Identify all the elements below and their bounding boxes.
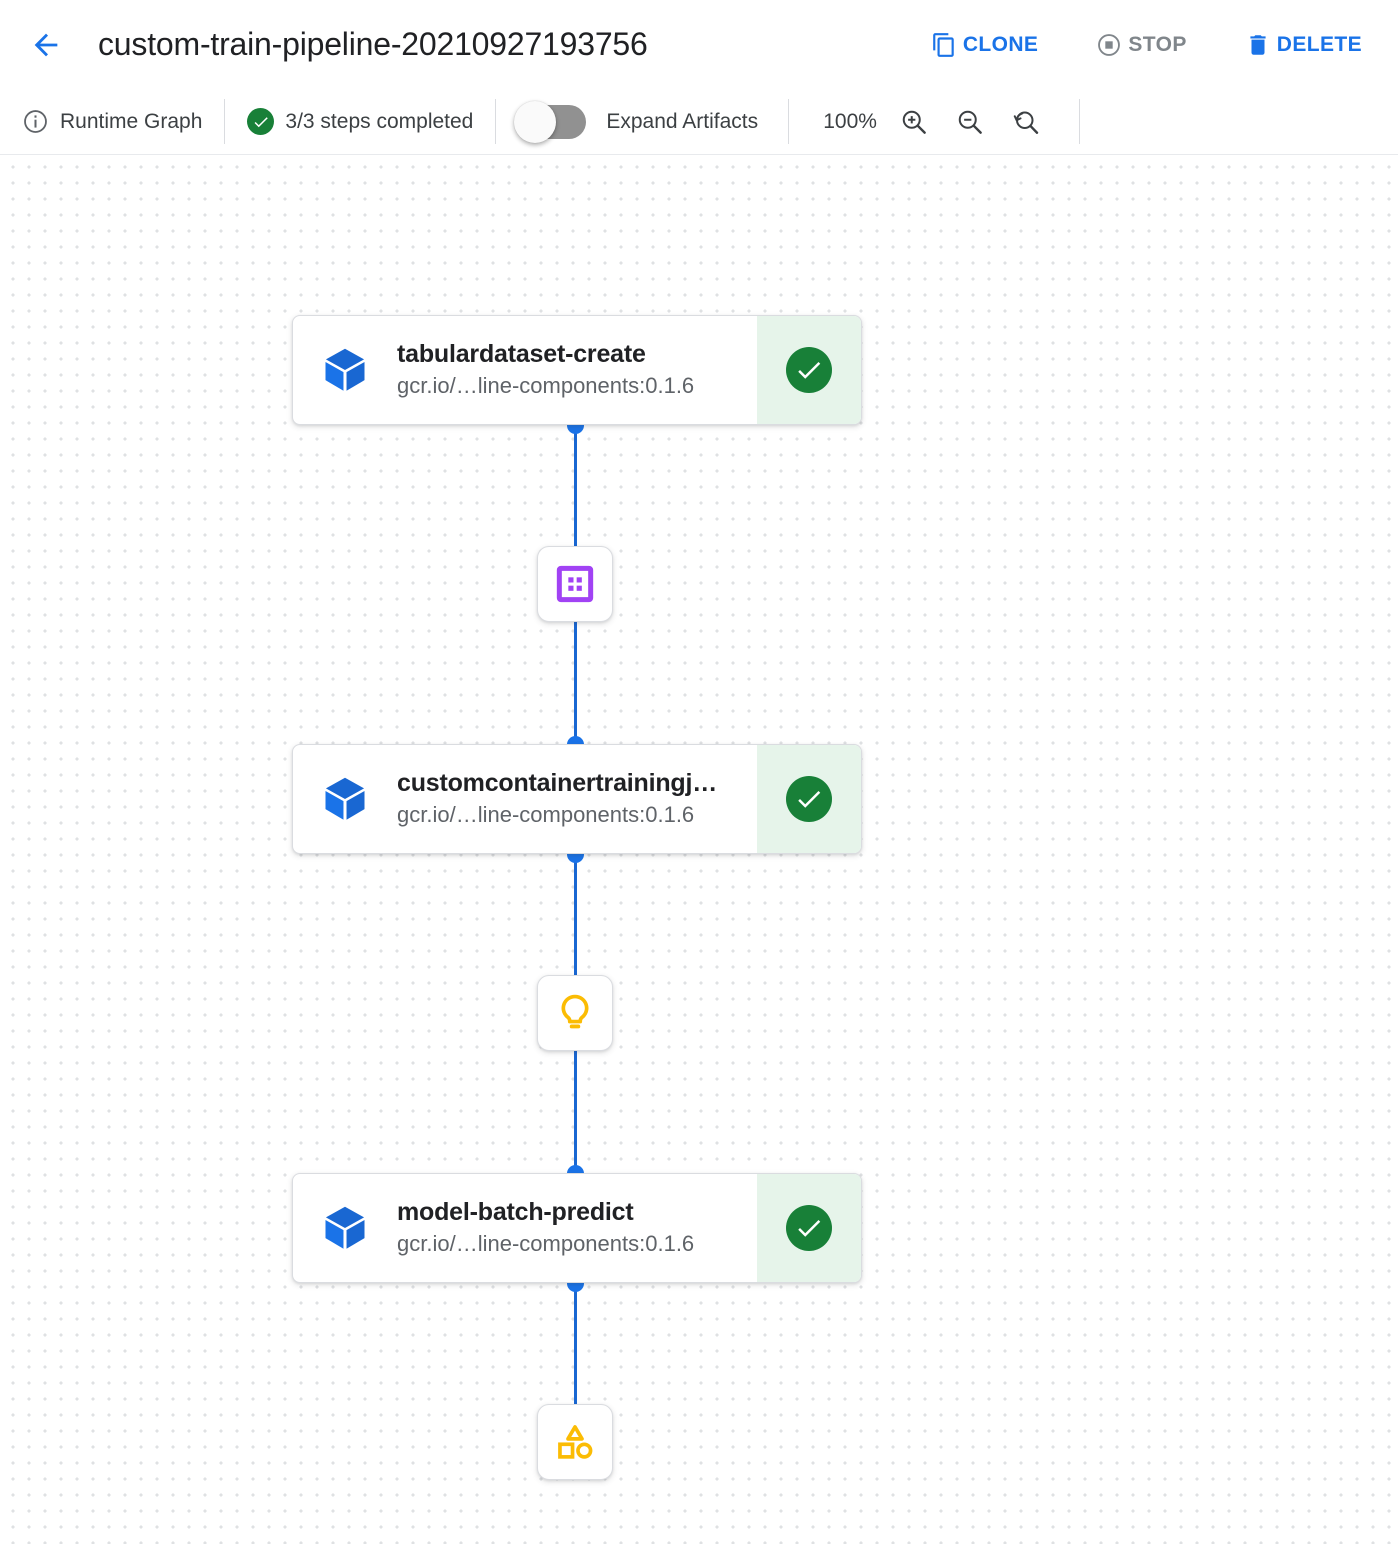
expand-artifacts-toggle[interactable] <box>514 100 587 143</box>
edge-artifact2-to-node3 <box>574 1051 577 1173</box>
expand-artifacts-label: Expand Artifacts <box>606 109 759 133</box>
toggle-thumb <box>514 100 557 143</box>
node-status-badge <box>757 1174 861 1282</box>
stop-icon <box>1096 32 1122 58</box>
trash-icon <box>1245 32 1271 58</box>
graph-node-model-batch-predict[interactable]: model-batch-predict gcr.io/…line-compone… <box>292 1173 862 1283</box>
shapes-icon <box>558 1425 593 1459</box>
pipeline-graph-canvas[interactable]: tabulardataset-create gcr.io/…line-compo… <box>0 155 1398 1544</box>
clone-icon <box>931 32 957 58</box>
graph-toolbar: Runtime Graph 3/3 steps completed Expand… <box>0 89 1398 155</box>
zoom-reset-button[interactable] <box>1003 99 1049 145</box>
cube-icon <box>293 316 397 424</box>
info-icon <box>22 108 49 135</box>
edge-node1-to-artifact1 <box>574 425 577 547</box>
edge-node3-to-artifact3 <box>574 1283 577 1404</box>
page-header: custom-train-pipeline-20210927193756 CLO… <box>0 0 1398 89</box>
back-button[interactable] <box>24 23 68 67</box>
zoom-out-button[interactable] <box>947 99 993 145</box>
check-circle-icon <box>247 108 275 135</box>
node-title: tabulardataset-create <box>397 340 646 369</box>
node-title: customcontainertrainingj… <box>397 769 718 798</box>
cube-icon <box>293 1174 397 1282</box>
graph-artifact-dataset[interactable] <box>537 546 613 622</box>
stop-label: STOP <box>1128 32 1187 56</box>
clone-label: CLONE <box>962 32 1039 56</box>
steps-status: 3/3 steps completed <box>247 108 473 135</box>
runtime-graph-label: Runtime Graph <box>60 109 203 133</box>
edge-node2-to-artifact2 <box>574 854 577 975</box>
check-circle-icon <box>786 1205 832 1251</box>
toolbar-divider-2 <box>495 99 497 144</box>
toolbar-divider-3 <box>788 99 790 144</box>
cube-icon <box>293 745 397 853</box>
node-subtitle: gcr.io/…line-components:0.1.6 <box>397 802 695 828</box>
toolbar-divider-1 <box>224 99 226 144</box>
zoom-in-icon <box>902 110 926 134</box>
node-text: tabulardataset-create gcr.io/…line-compo… <box>397 316 757 424</box>
dataset-icon <box>556 565 594 603</box>
node-title: model-batch-predict <box>397 1198 634 1227</box>
node-text: model-batch-predict gcr.io/…line-compone… <box>397 1174 757 1282</box>
zoom-out-icon <box>958 110 982 134</box>
node-text: customcontainertrainingj… gcr.io/…line-c… <box>397 745 757 853</box>
graph-node-customcontainertrainingjob[interactable]: customcontainertrainingj… gcr.io/…line-c… <box>292 744 862 854</box>
lightbulb-icon <box>561 994 589 1029</box>
toolbar-divider-4 <box>1079 99 1081 144</box>
zoom-level: 100% <box>823 109 877 133</box>
node-subtitle: gcr.io/…line-components:0.1.6 <box>397 1231 695 1257</box>
delete-button[interactable]: DELETE <box>1235 24 1372 66</box>
header-actions: CLONE STOP DELETE <box>883 24 1372 66</box>
arrow-back-icon <box>34 33 58 56</box>
node-subtitle: gcr.io/…line-components:0.1.6 <box>397 373 695 399</box>
tab-runtime-graph[interactable]: Runtime Graph <box>22 108 202 135</box>
edge-artifact1-to-node2 <box>574 622 577 744</box>
check-circle-icon <box>786 347 832 393</box>
node-status-badge <box>757 745 861 853</box>
node-status-badge <box>757 316 861 424</box>
expand-artifacts-control: Expand Artifacts <box>514 100 759 143</box>
delete-label: DELETE <box>1276 32 1362 56</box>
steps-status-label: 3/3 steps completed <box>285 109 474 133</box>
stop-button[interactable]: STOP <box>1086 24 1196 66</box>
graph-artifact-model[interactable] <box>537 975 613 1051</box>
check-circle-icon <box>786 776 832 822</box>
graph-artifact-batch-prediction[interactable] <box>537 1404 613 1480</box>
zoom-reset-icon <box>1013 111 1039 134</box>
clone-button[interactable]: CLONE <box>921 24 1049 66</box>
graph-node-tabulardataset-create[interactable]: tabulardataset-create gcr.io/…line-compo… <box>292 315 862 425</box>
zoom-in-button[interactable] <box>891 99 937 145</box>
page-title: custom-train-pipeline-20210927193756 <box>98 26 648 62</box>
